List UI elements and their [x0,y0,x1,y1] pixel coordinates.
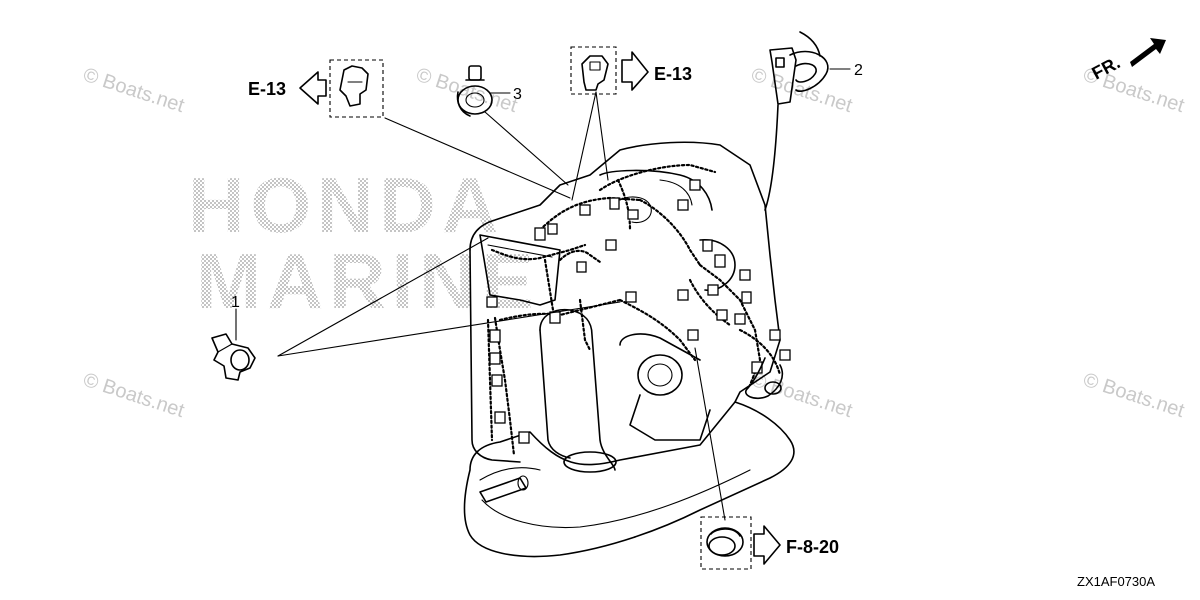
brand-line-2: MARINE [196,237,540,325]
ref-box-bottom[interactable]: F-8-20 [700,516,839,570]
watermark-text: © Boats.net [80,369,187,422]
front-arrow-icon [1130,38,1166,67]
brand-watermark: HONDA MARINE [188,161,540,325]
harness-connectors [486,179,791,444]
watermark-text: © Boats.net [748,369,855,422]
part-label-3: 3 [513,86,522,103]
watermark-text: © Boats.net [80,64,187,117]
part-label-1: 1 [231,294,240,311]
ref-box-left[interactable]: E-13 [248,59,384,118]
part-label-2: 2 [854,62,863,79]
ref-label-bottom[interactable]: F-8-20 [786,537,839,557]
engine-block [463,141,795,558]
clamp-part-1[interactable] [211,333,256,381]
clamp-part-2[interactable] [769,31,829,105]
ref-label-top[interactable]: E-13 [654,64,692,84]
clamp-part-3[interactable] [456,65,493,117]
watermark-text: © Boats.net [1080,369,1187,422]
watermark-text: © Boats.net [413,64,520,117]
ref-label-left[interactable]: E-13 [248,79,286,99]
leader-lines [235,68,851,521]
side-wire-loop [745,104,784,400]
ref-box-top[interactable]: E-13 [570,46,692,95]
drawing-code: ZX1AF0730A [1077,574,1155,589]
brand-line-1: HONDA [188,161,504,249]
